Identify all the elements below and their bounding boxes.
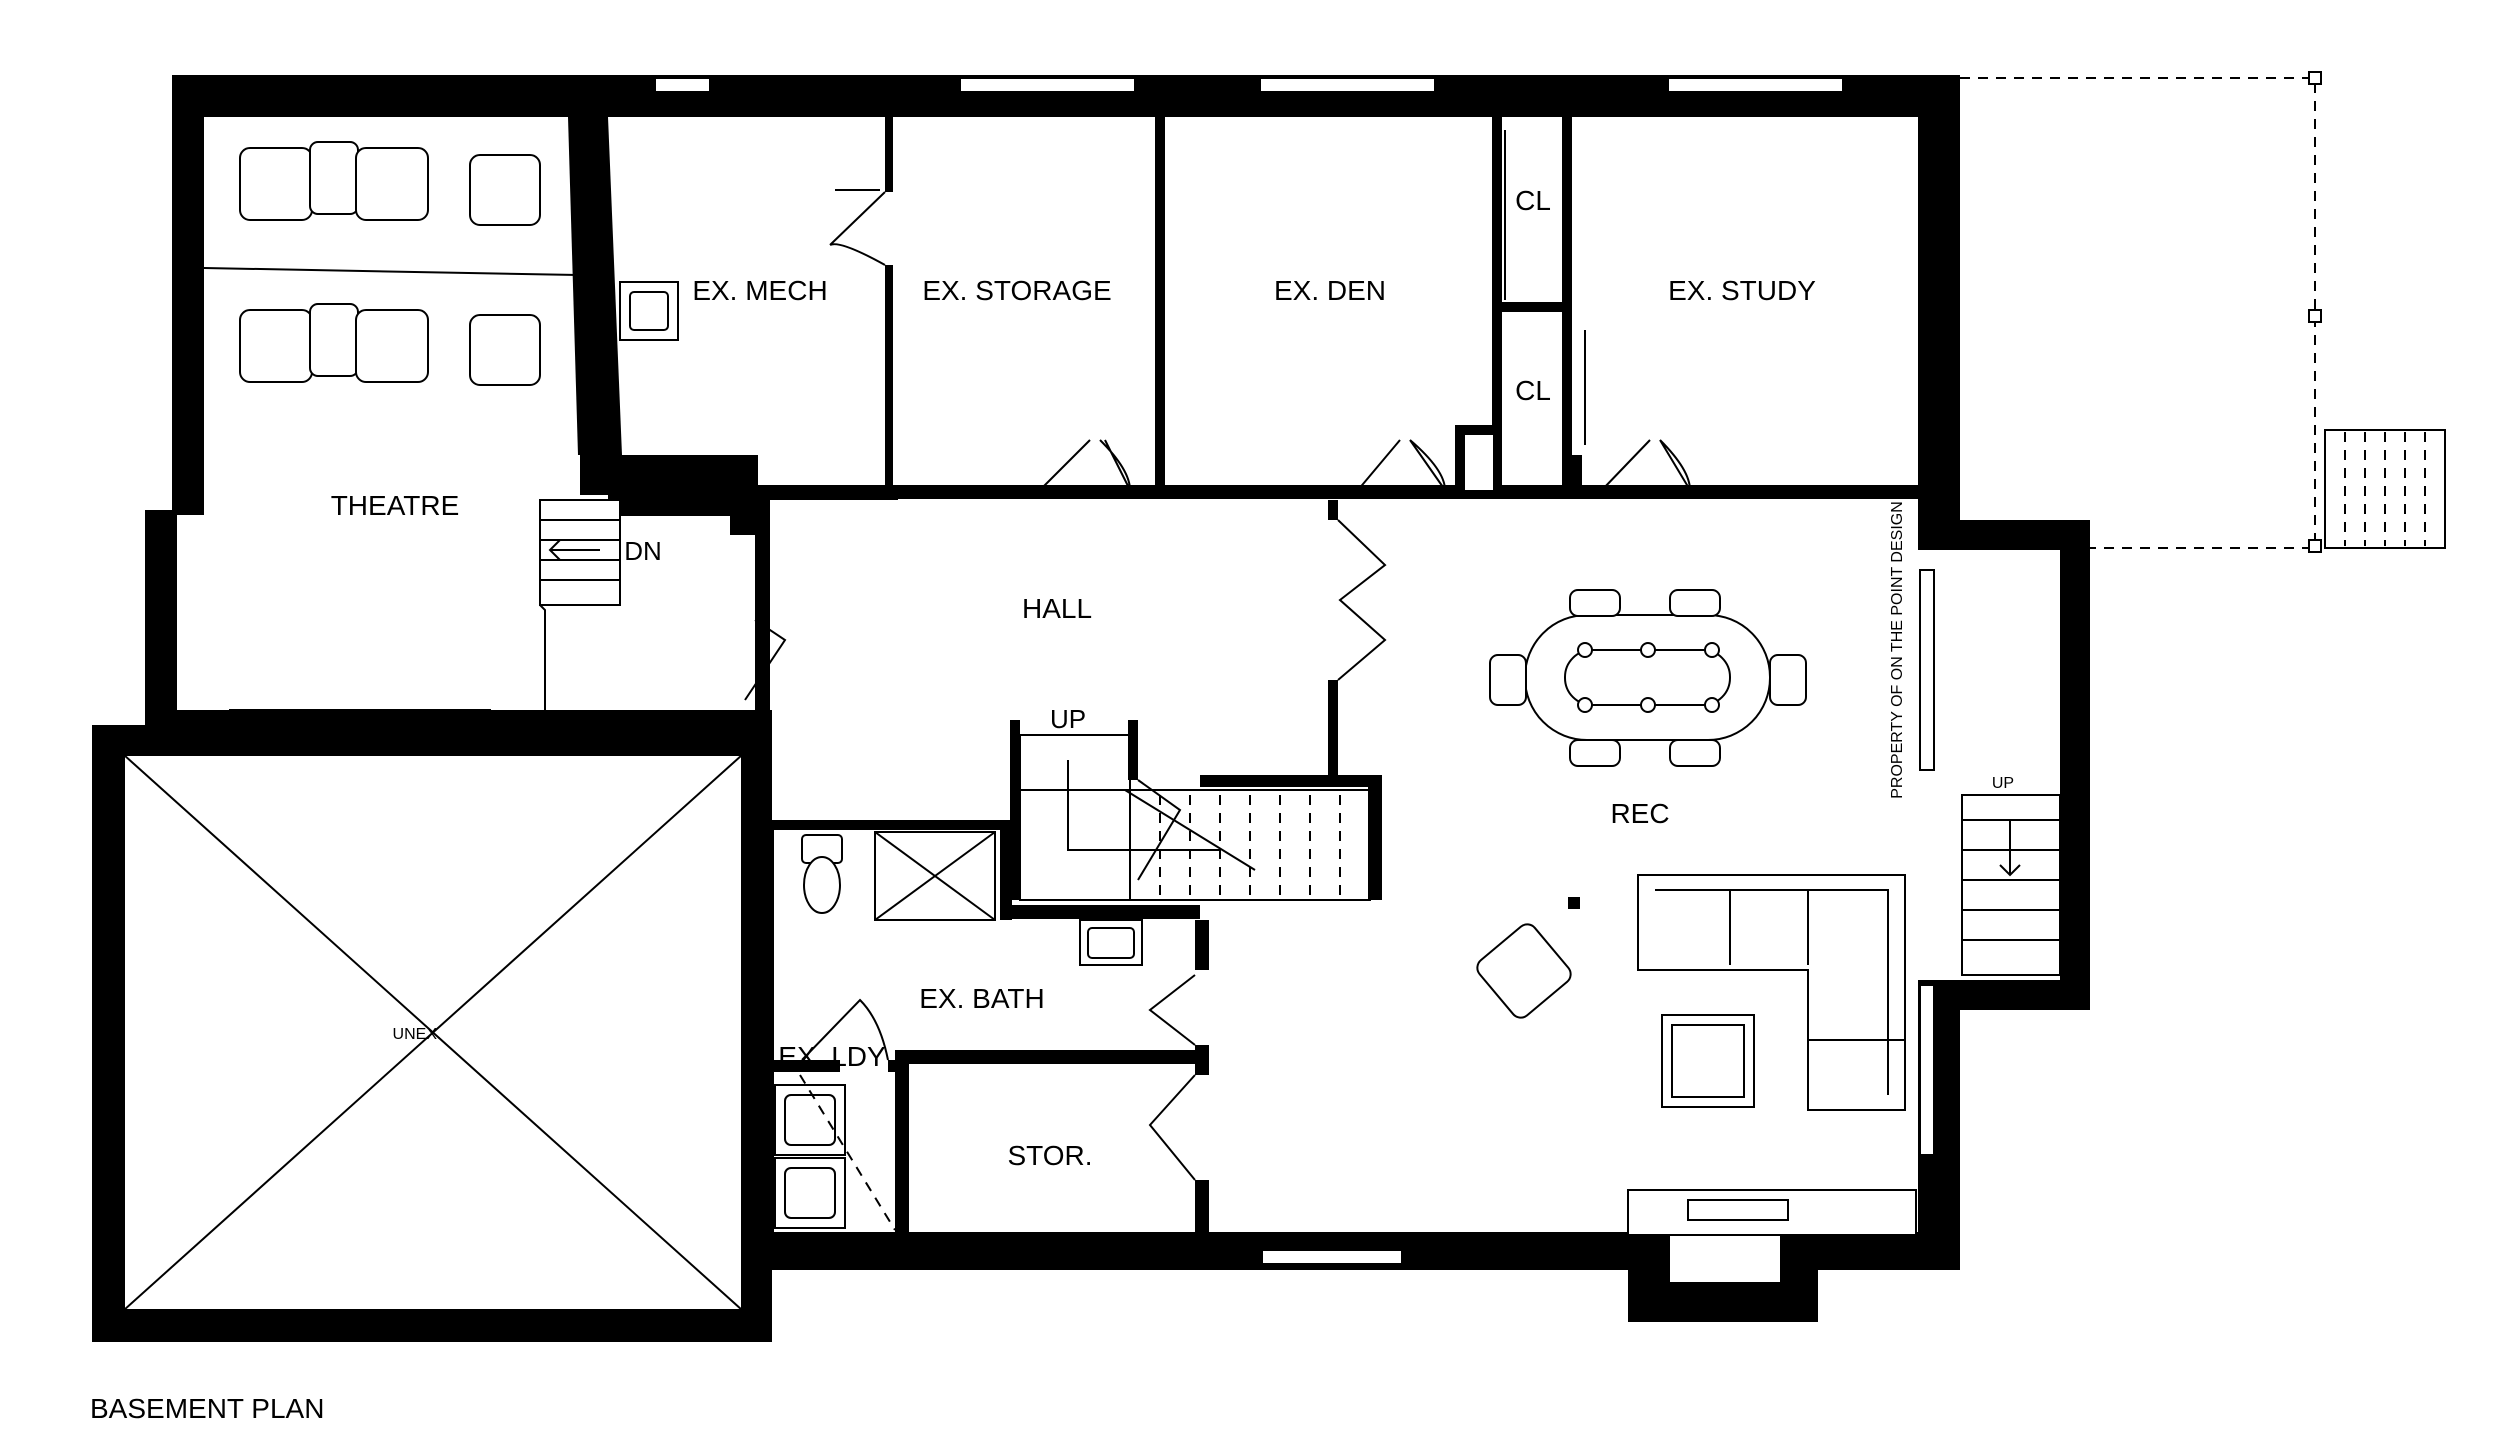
room-label-study: EX. STUDY — [1668, 275, 1816, 306]
room-label-hall: HALL — [1022, 593, 1092, 624]
right-stair — [1961, 794, 2061, 976]
windows — [654, 77, 1935, 1265]
room-label-stor: STOR. — [1007, 1140, 1092, 1171]
fireplace-hearth — [1627, 1189, 1917, 1236]
stair-label-up-right: UP — [1992, 775, 2014, 792]
theatre-stair — [539, 499, 621, 715]
room-label-closet-lower: CL — [1515, 375, 1551, 406]
coffee-table — [1661, 1014, 1755, 1108]
theatre-seating — [203, 141, 579, 717]
room-label-bath: EX. BATH — [919, 983, 1045, 1014]
room-label-mech: EX. MECH — [692, 275, 827, 306]
bath-fixtures — [801, 831, 1143, 966]
credit-text: PROPERTY OF ON THE POINT DESIGN — [1889, 501, 1906, 799]
stair-label-up-center: UP — [1050, 704, 1086, 734]
mech-sink — [619, 281, 679, 341]
sectional-sofa — [1637, 874, 1906, 1111]
unexcavated-area — [123, 754, 743, 1311]
dining-table — [1489, 589, 1807, 767]
room-label-unex: UNEX. — [393, 1026, 442, 1043]
column — [1568, 897, 1580, 909]
room-label-laundry: EX. LDY — [778, 1041, 886, 1072]
stair-label-dn: DN — [624, 536, 662, 566]
room-label-storage: EX. STORAGE — [922, 275, 1111, 306]
interior-walls — [568, 117, 1918, 1250]
doors — [744, 130, 1691, 1181]
deck-outline — [1960, 71, 2446, 553]
room-label-rec: REC — [1610, 798, 1669, 829]
room-label-closet-upper: CL — [1515, 185, 1551, 216]
laundry-machines — [774, 1074, 896, 1231]
plan-caption: BASEMENT PLAN — [90, 1393, 324, 1424]
center-stair — [1019, 734, 1371, 901]
room-label-den: EX. DEN — [1274, 275, 1386, 306]
armchair — [1476, 923, 1572, 1019]
room-label-theatre: THEATRE — [331, 490, 460, 521]
